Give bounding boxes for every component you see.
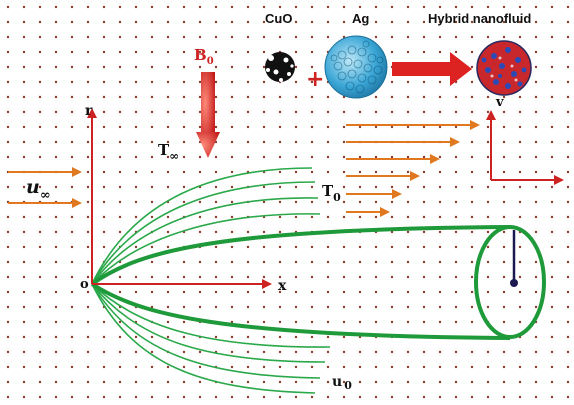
x-axis-label: x [278, 278, 287, 294]
b0-label: B0 [194, 46, 214, 67]
cylinder-tube [90, 225, 546, 340]
radius-indicator [510, 230, 518, 287]
magnetic-field-arrow-icon [196, 72, 220, 158]
free-stream-arrows [8, 167, 82, 208]
main-axes [87, 108, 272, 289]
u-infinity-label: u∞ [26, 176, 51, 203]
ag-label: Ag [352, 11, 369, 26]
cuo-label: CuO [265, 11, 292, 26]
plus-sign: + [306, 67, 324, 92]
hybrid-particle-icon [476, 40, 532, 96]
hybrid-nanofluid-label: Hybrid nanofluid [428, 11, 531, 26]
velocity-v-label: v [495, 95, 504, 110]
boundary-layer-streamlines [91, 167, 331, 394]
cuo-particle-icon [265, 52, 295, 82]
r-axis-label: r [85, 103, 93, 119]
origin-label: o [80, 277, 89, 292]
mixing-arrow [392, 52, 472, 86]
secondary-axes [486, 110, 564, 185]
t-infinity-label: T∞ [158, 141, 179, 163]
velocity-profile-arrows [346, 120, 480, 217]
t0-label: T0 [322, 182, 341, 204]
ag-particle-icon [324, 35, 388, 99]
